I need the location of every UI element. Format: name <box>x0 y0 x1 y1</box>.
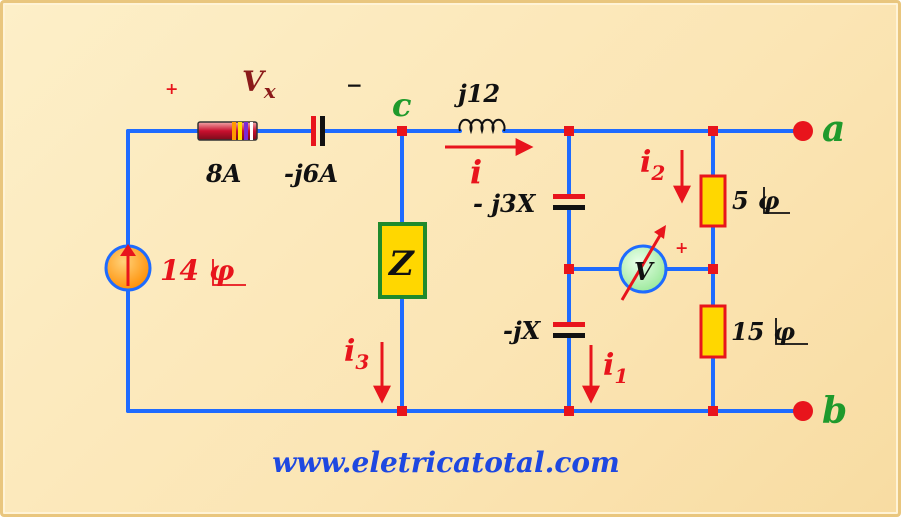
cap-j3x-label: - j3X <box>473 189 537 218</box>
resistor-8-label: 8A <box>205 159 241 188</box>
capacitor-j3x <box>553 194 585 210</box>
i1-label: i1 <box>603 348 628 388</box>
vx-label: Vx <box>242 65 277 103</box>
z-label: Z <box>387 244 415 284</box>
phase-marks <box>763 187 808 345</box>
node-mid-res <box>708 264 718 274</box>
capacitor-j6-label: -j6A <box>284 159 338 188</box>
capacitor-jx <box>553 322 585 338</box>
node-top-res <box>708 126 718 136</box>
i3-label: i3 <box>344 334 369 374</box>
terminal-a <box>793 121 813 141</box>
node-bot-z <box>397 406 407 416</box>
cap-jx-label: -jX <box>503 316 542 345</box>
terminal-b <box>793 401 813 421</box>
resistor-5 <box>699 174 727 228</box>
i2-label: i2 <box>640 145 665 185</box>
phase-mark-source <box>212 259 246 286</box>
capacitor-j6 <box>311 116 325 146</box>
node-b-label: b <box>822 390 847 432</box>
node-top-cap <box>564 126 574 136</box>
node-a-label: a <box>822 108 845 150</box>
inductor-j12 <box>458 118 506 135</box>
plus-sign-left: + <box>165 79 178 98</box>
inductor-label: j12 <box>454 79 500 108</box>
minus-sign-right: − <box>346 73 363 97</box>
voltmeter-label: V <box>634 257 655 286</box>
junction-nodes <box>397 126 718 416</box>
voltmeter <box>618 225 668 301</box>
current-i-label: i <box>470 153 482 191</box>
current-source <box>104 244 152 292</box>
node-mid-cap <box>564 264 574 274</box>
node-c <box>397 126 407 136</box>
website-link: www.eletricatotal.com <box>272 446 619 479</box>
node-bot-cap <box>564 406 574 416</box>
z-impedance <box>378 222 427 299</box>
node-bot-res <box>708 406 718 416</box>
voltmeter-plus: + <box>675 238 688 257</box>
node-c-label: c <box>392 86 411 124</box>
resistor-15 <box>699 304 727 359</box>
resistor-8 <box>197 121 258 141</box>
